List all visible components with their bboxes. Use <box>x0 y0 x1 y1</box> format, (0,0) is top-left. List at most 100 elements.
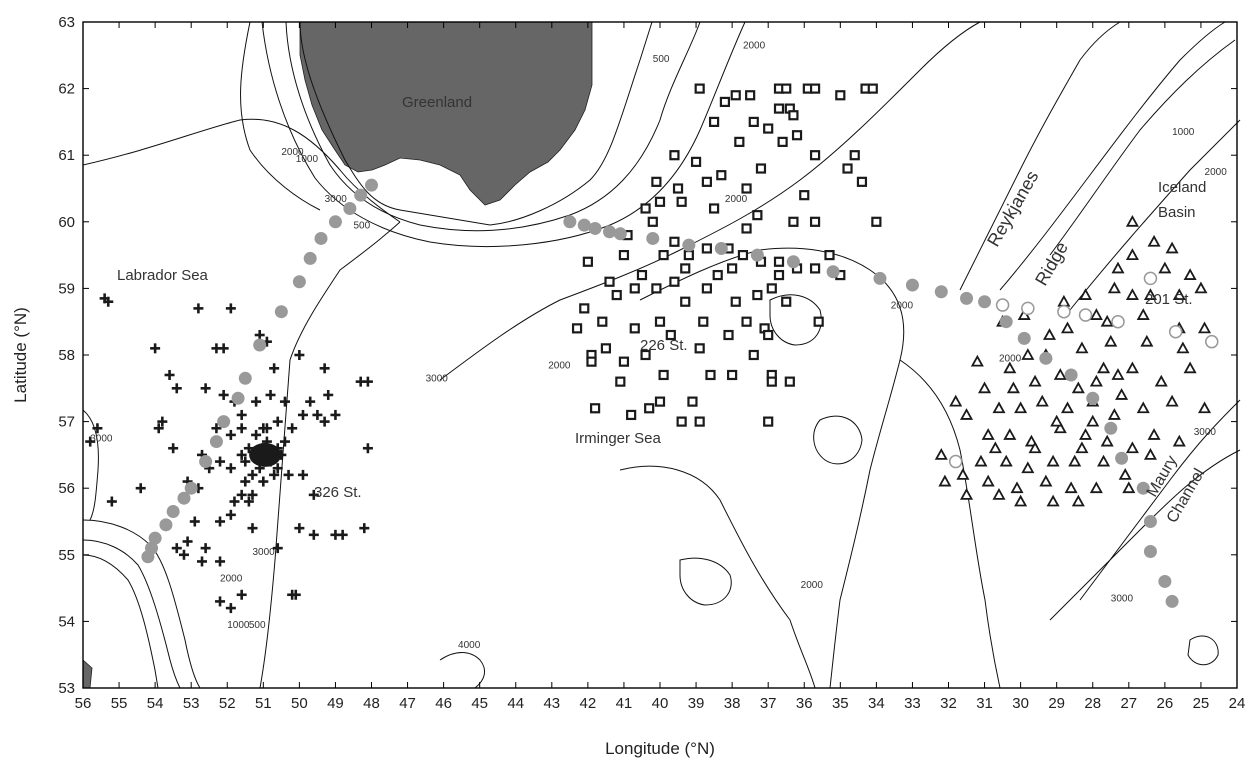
y-tick-label: 59 <box>58 280 75 297</box>
labrador-station-cross <box>92 423 103 434</box>
irminger-station-square <box>809 150 821 161</box>
labrador-station-cross <box>297 409 308 420</box>
labrador-station-cross <box>294 523 305 534</box>
x-tick-label: 39 <box>688 695 705 712</box>
irminger-station-square <box>571 323 583 334</box>
track-circle-open <box>1111 314 1125 329</box>
x-tick-label: 32 <box>940 695 957 712</box>
ar7w-track-circle <box>934 285 948 299</box>
labrador-station-cross <box>319 416 330 427</box>
track-circle-open <box>1078 308 1093 322</box>
x-tick-label: 30 <box>1012 695 1029 712</box>
ar7w-track-circle <box>682 238 696 252</box>
x-tick-label: 51 <box>255 695 272 712</box>
contour-label: 3000 <box>325 194 348 205</box>
iceland-basin-station-triangle <box>992 401 1006 414</box>
labrador-station-cross <box>85 436 96 447</box>
y-tick-label: 54 <box>58 613 75 630</box>
irminger-station-square <box>716 170 727 181</box>
irminger-station-square <box>579 303 590 314</box>
labrador-station-cross <box>103 296 114 307</box>
labrador-station-cross <box>211 423 222 434</box>
iceland-basin-station-triangle <box>1136 308 1150 320</box>
labrador-station-cross <box>200 383 211 394</box>
iceland-basin-station-triangle <box>1165 394 1179 407</box>
irminger-station-square <box>615 376 626 387</box>
irminger-station-square <box>669 276 680 287</box>
ar7w-track-circle <box>292 275 306 289</box>
x-tick-label: 34 <box>868 695 885 712</box>
contour-label: 1000 <box>296 154 319 165</box>
iceland-basin-station-triangle <box>1100 314 1114 327</box>
irminger-station-square <box>809 216 821 227</box>
labrador-station-cross <box>287 423 298 434</box>
iceland-basin-station-triangle <box>1057 294 1071 307</box>
iceland-basin-station-triangle <box>1125 361 1139 374</box>
irminger-station-square <box>701 283 712 294</box>
labrador-station-cross <box>236 489 247 500</box>
ar7w-track-circle <box>166 505 180 519</box>
irminger-station-square <box>755 163 767 174</box>
track-circle-open <box>948 454 963 469</box>
contour-label: 500 <box>353 220 370 231</box>
y-tick-label: 57 <box>58 414 75 431</box>
irminger-station-square <box>809 83 821 94</box>
label-irminger-sea: Irminger Sea <box>575 430 662 447</box>
iceland-basin-station-triangle <box>1125 441 1139 454</box>
labrador-station-cross <box>254 330 265 341</box>
iceland-basin-station-triangle <box>1003 361 1017 374</box>
labrador-station-cross <box>283 469 294 480</box>
irminger-station-square <box>741 183 752 194</box>
iceland-basin-station-triangle <box>1089 374 1103 387</box>
iceland-basin-station-triangle <box>974 454 988 467</box>
iceland-basin-station-triangle <box>1028 374 1042 387</box>
labrador-station-cross <box>157 416 168 427</box>
ar7w-track-circle <box>274 305 288 319</box>
iceland-basin-station-triangle <box>960 408 974 420</box>
labrador-station-cross <box>150 343 161 354</box>
labrador-station-cluster <box>249 442 282 467</box>
iceland-basin-station-triangle <box>1060 401 1075 414</box>
iceland-basin-station-triangle <box>1010 481 1024 494</box>
x-tick-label: 38 <box>724 695 741 712</box>
irminger-station-square <box>651 176 662 187</box>
ar7w-track-circle <box>1158 574 1172 588</box>
irminger-station-square <box>665 329 676 341</box>
irminger-station-square <box>773 256 785 267</box>
irminger-station-square <box>824 250 835 261</box>
iceland-basin-station-triangle <box>960 488 974 500</box>
contour-label: 3000 <box>90 434 113 445</box>
y-tick-label: 58 <box>58 347 75 364</box>
ar7w-track-circle <box>714 241 728 255</box>
irminger-station-square <box>676 196 687 207</box>
label-greenland: Greenland <box>402 94 472 111</box>
irminger-station-square <box>867 83 878 94</box>
ar7w-track-circle <box>1165 594 1179 608</box>
x-tick-label: 31 <box>976 695 993 712</box>
irminger-station-square <box>672 183 684 194</box>
labrador-station-cross <box>197 556 208 567</box>
iceland-basin-station-triangle <box>1079 288 1093 300</box>
irminger-station-square <box>597 316 608 327</box>
irminger-station-square <box>694 343 705 354</box>
iceland-basin-station-triangle <box>1053 421 1067 434</box>
labrador-station-cross <box>236 423 247 434</box>
irminger-station-square <box>618 250 630 261</box>
iceland-basin-station-triangle <box>1136 401 1150 414</box>
labrador-station-cross <box>225 463 236 474</box>
iceland-basin-station-triangle <box>1115 388 1129 400</box>
irminger-station-square <box>694 83 705 94</box>
iceland-basin-station-triangle <box>1122 481 1136 494</box>
labrador-station-cross <box>215 596 226 607</box>
iceland-basin-station-triangle <box>1147 428 1161 440</box>
x-tick-label: 29 <box>1048 695 1065 712</box>
x-tick-label: 45 <box>471 695 488 712</box>
iceland-basin-station-triangle <box>1143 448 1157 460</box>
irminger-station-square <box>676 416 687 427</box>
contour-label: 3000 <box>252 547 275 558</box>
iceland-basin-station-triangle <box>1125 288 1139 300</box>
iceland-basin-station-triangle <box>1050 414 1064 427</box>
labrador-station-cross <box>294 350 305 360</box>
